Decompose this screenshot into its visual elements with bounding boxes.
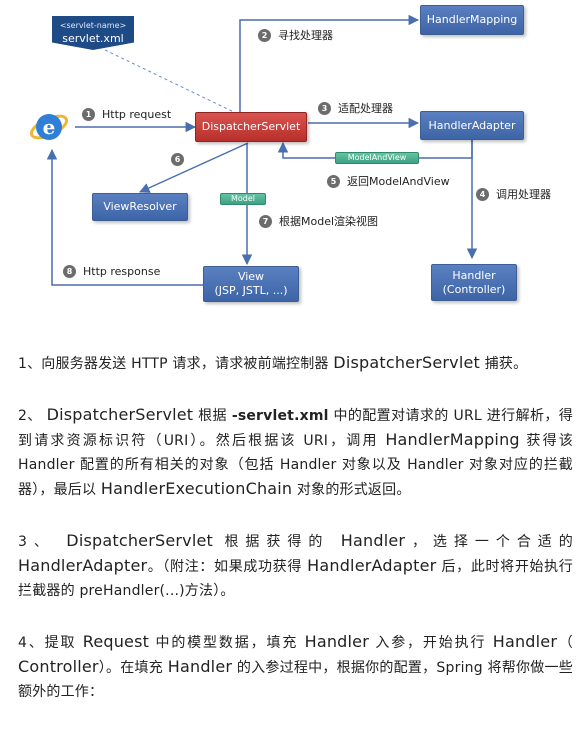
handler-box: Handler (Controller) xyxy=(431,264,517,301)
handler-label: Handler xyxy=(452,268,496,282)
servlet-xml-label: servlet.xml xyxy=(62,32,124,45)
svg-text:e: e xyxy=(43,115,56,139)
step-1-label: 1 Http request xyxy=(82,108,171,121)
step-3-number: 3 xyxy=(318,101,331,115)
config-dashed-link xyxy=(104,49,239,115)
handler-adapter-label: HandlerAdapter xyxy=(428,118,516,132)
paragraph-3: 3、 DispatcherServlet 根据获得的 Handler，选择一个合… xyxy=(18,531,573,599)
view-sub-label: (JSP, JSTL, ...) xyxy=(214,284,288,297)
handler-sub-label: (Controller) xyxy=(442,282,506,296)
step-4-label: 4 调用处理器 xyxy=(476,186,551,202)
view-resolver-box: ViewResolver xyxy=(92,193,188,221)
view-box: View (JSP, JSTL, ...) xyxy=(203,266,299,302)
step-2-number: 2 xyxy=(258,28,271,42)
paragraph-4: 4、提取 Request 中的模型数据，填充 Handler 入参，开始执行 H… xyxy=(18,632,574,700)
paragraph-2: 2、 DispatcherServlet 根据 -servlet.xml 中的配… xyxy=(18,405,574,498)
servlet-name-label: <servlet-name> xyxy=(59,21,127,30)
paragraph-1: 1、向服务器发送 HTTP 请求，请求被前端控制器 DispatcherServ… xyxy=(18,353,528,372)
handler-mapping-label: HandlerMapping xyxy=(426,13,518,26)
browser-icon: e xyxy=(28,106,70,148)
view-label: View xyxy=(237,270,265,283)
step-5-number: 5 xyxy=(327,174,340,188)
model-and-view-tag: ModelAndView xyxy=(335,152,419,164)
step-7-label: 7 根据Model渲染视图 xyxy=(259,213,378,229)
dispatcher-servlet-box: DispatcherServlet xyxy=(195,112,307,142)
step-7-number: 7 xyxy=(259,214,272,228)
view-resolver-label: ViewResolver xyxy=(103,200,177,213)
arrow-view-resolver xyxy=(139,142,249,193)
step-8-number: 8 xyxy=(63,265,76,278)
arrow-http-response xyxy=(46,148,203,286)
servlet-xml-note: <servlet-name> servlet.xml xyxy=(52,16,134,50)
step-6-number: 6 xyxy=(171,153,184,166)
explanation-text: 1、向服务器发送 HTTP 请求，请求被前端控制器 DispatcherServ… xyxy=(18,351,573,731)
step-5-label: 5 返回ModelAndView xyxy=(327,173,450,189)
step-8-label: 8 Http response xyxy=(63,265,160,278)
step-1-number: 1 xyxy=(82,108,95,121)
handler-mapping-box: HandlerMapping xyxy=(420,5,524,35)
step-3-label: 3 适配处理器 xyxy=(318,100,393,116)
model-tag: Model xyxy=(220,193,266,205)
arrow-find-handler xyxy=(239,14,420,114)
dispatcher-servlet-label: DispatcherServlet xyxy=(201,120,301,133)
handler-adapter-box: HandlerAdapter xyxy=(420,111,524,140)
spring-mvc-flow-diagram: e <servlet-name> servlet.xml DispatcherS… xyxy=(0,0,587,320)
step-6-label: 6 xyxy=(171,153,191,166)
step-4-number: 4 xyxy=(476,187,489,201)
step-2-label: 2 寻找处理器 xyxy=(258,27,333,43)
